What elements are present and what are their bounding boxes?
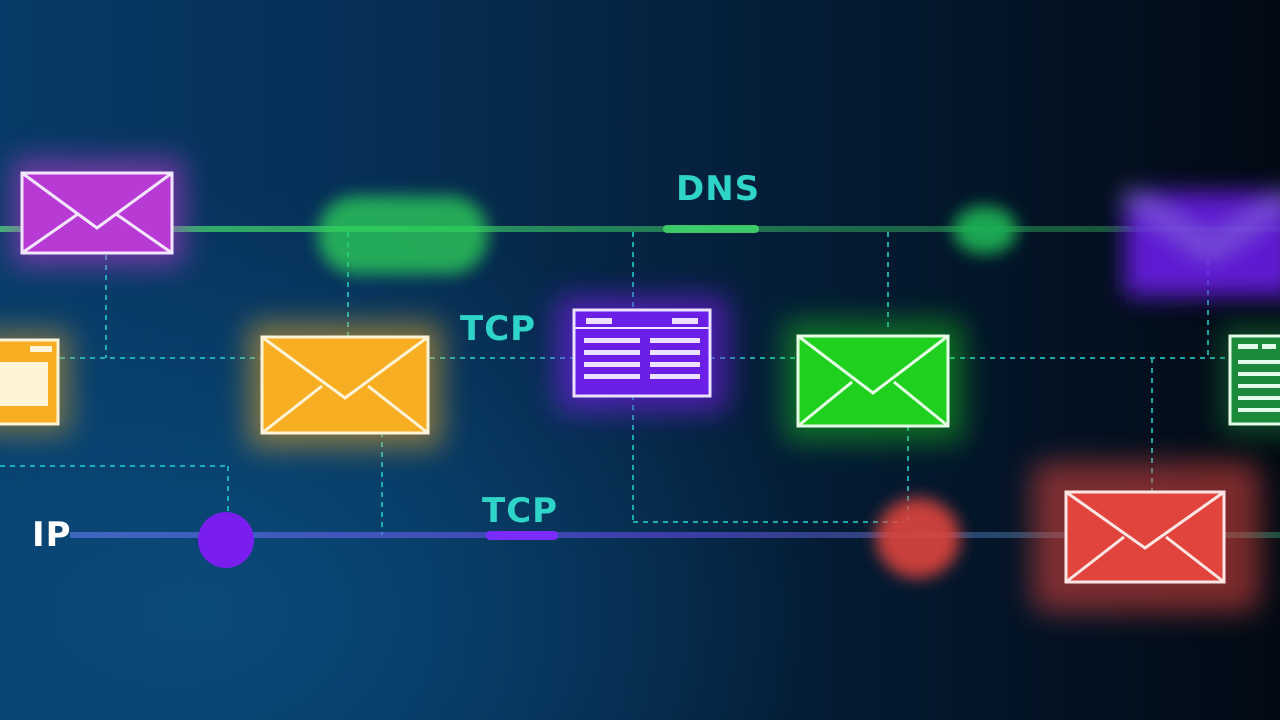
- green-dot-node: [953, 206, 1017, 254]
- ip-label: IP: [32, 515, 72, 555]
- tcp-label-lower: TCP: [482, 491, 559, 531]
- envelope-icon-violet-blurred: [1123, 190, 1280, 296]
- lower-line-highlight: [486, 531, 558, 540]
- tcp-label-upper: TCP: [460, 309, 537, 349]
- lower-protocol-line: [70, 532, 1280, 538]
- violet-dot-node: [198, 512, 254, 568]
- upper-protocol-line: [0, 226, 1280, 232]
- envelope-icon-orange: [248, 322, 442, 448]
- envelope-icon-red: [1032, 462, 1260, 612]
- dns-label: DNS: [676, 169, 761, 209]
- upper-line-highlight: [663, 225, 759, 233]
- document-icon-green: [1222, 326, 1280, 434]
- blurred-green-node: [318, 196, 488, 274]
- document-icon-violet: [556, 296, 728, 412]
- envelope-icon-green: [784, 320, 964, 442]
- document-icon-orange: [0, 330, 70, 434]
- red-dot-node: [876, 498, 960, 578]
- envelope-icon-purple: [12, 158, 184, 266]
